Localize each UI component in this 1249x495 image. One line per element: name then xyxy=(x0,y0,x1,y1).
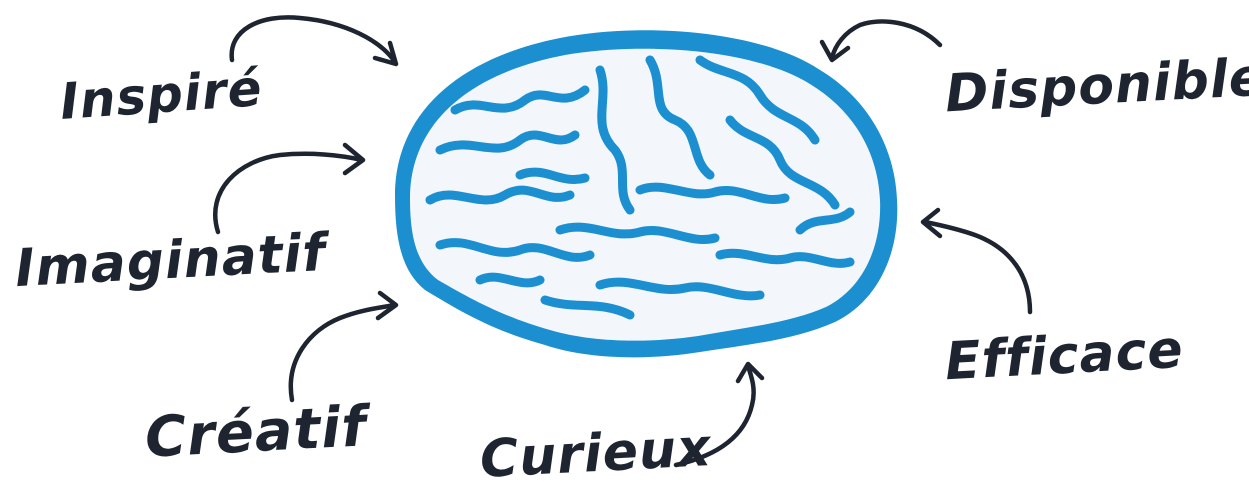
label-curieux: Curieux xyxy=(479,422,713,486)
label-efficace: Efficace xyxy=(944,324,1185,388)
arrow-disponible xyxy=(822,22,940,60)
label-creatif: Créatif xyxy=(144,399,368,467)
arrow-creatif xyxy=(291,293,396,400)
brain-icon xyxy=(395,30,897,357)
label-imaginatif: Imaginatif xyxy=(14,227,327,295)
label-inspire: Inspiré xyxy=(59,63,264,127)
arrow-inspire xyxy=(232,17,396,64)
arrow-imaginatif xyxy=(215,145,363,232)
arrow-efficace xyxy=(923,210,1030,312)
label-disponible: Disponible xyxy=(944,52,1249,121)
brain-inner xyxy=(410,49,880,341)
